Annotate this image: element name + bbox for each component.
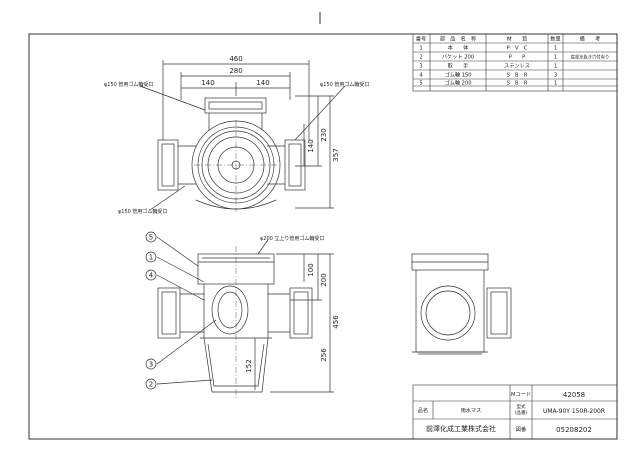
- table-row-2-remarks: 底部水抜き穴付有り: [571, 54, 610, 61]
- table-row-1-no: 1: [419, 46, 422, 52]
- table-row-3-qty: 1: [554, 64, 557, 70]
- table-row-3-name: 取 手: [448, 62, 469, 70]
- model-label-1: 型式: [517, 403, 526, 410]
- table-row-3-no: 3: [419, 64, 422, 70]
- table-row-2-name: バケット 200: [442, 54, 474, 61]
- drawing-border: [28, 33, 618, 440]
- table-row-5-material: S B R: [507, 81, 528, 87]
- code-value: 42058: [563, 391, 585, 399]
- table-row-3-material: ステンレス: [504, 63, 530, 70]
- model-value: UMA-90Y 150R-200R: [543, 408, 605, 415]
- table-header-no: 番号: [416, 36, 426, 43]
- callout-5: 5: [149, 234, 153, 242]
- table-row-2-material: P P: [509, 55, 526, 61]
- label-socket-lower-left: φ150 管用ゴム輪受口: [118, 208, 167, 215]
- table-row-2-qty: 1: [554, 55, 557, 61]
- parts-table: [412, 33, 618, 92]
- company-name: 前澤化成工業株式会社: [426, 424, 496, 433]
- callout-4: 4: [149, 272, 154, 280]
- dim-front-upper: 100: [307, 263, 315, 276]
- dim-front-upper-total: 200: [320, 273, 328, 286]
- table-row-4-no: 4: [419, 73, 423, 79]
- dim-left-half: 140: [201, 79, 214, 87]
- table-row-5-name: ゴム輪 200: [444, 79, 471, 87]
- table-header-name: 部 品 名 称: [440, 35, 476, 43]
- table-row-1-name: 本 体: [448, 44, 470, 52]
- drawing-number-label: 図番: [516, 426, 527, 433]
- top-view: [139, 60, 346, 212]
- name-label: 品名: [418, 406, 428, 414]
- dim-bucket: 152: [245, 359, 253, 372]
- callout-2: 2: [149, 381, 153, 389]
- label-socket-upper-left: φ150 管用ゴム輪受口: [104, 81, 153, 88]
- code-label: Mコード: [511, 391, 531, 398]
- dim-right-total: 357: [332, 148, 340, 161]
- table-row-4-material: S B R: [507, 73, 528, 79]
- table-row-1-qty: 1: [554, 46, 557, 52]
- table-row-4-name: ゴム輪 150: [444, 71, 471, 79]
- table-row-5-no: 5: [419, 81, 422, 87]
- table-header-material: 材 質: [507, 35, 528, 43]
- callout-3: 3: [149, 361, 153, 369]
- table-row-5-qty: 1: [554, 81, 557, 87]
- dim-overall-width: 460: [229, 55, 242, 63]
- dim-inner-width: 280: [229, 67, 242, 75]
- dim-right-half: 140: [256, 79, 269, 87]
- title-block: [412, 384, 618, 440]
- dim-front-total: 456: [332, 315, 340, 329]
- dim-right-upper: 230: [320, 128, 328, 141]
- table-row-2-no: 2: [419, 55, 422, 61]
- dim-front-lower: 256: [320, 348, 328, 362]
- dim-right-lower: 140: [307, 139, 315, 152]
- name-value: 雨水マス: [461, 406, 482, 414]
- drawing-number-value: 05208202: [556, 426, 592, 434]
- table-header-qty: 数量: [550, 35, 560, 43]
- label-top-socket: φ200 立上り管用ゴム輪受口: [260, 235, 324, 242]
- table-row-4-qty: 3: [554, 73, 557, 79]
- side-view: [411, 253, 512, 355]
- model-label-2: (品番): [515, 409, 528, 416]
- front-view: [145, 231, 334, 398]
- table-row-1-material: P V C: [507, 46, 528, 52]
- label-socket-upper-right: φ150 管用ゴム輪受口: [320, 81, 369, 88]
- callout-1: 1: [149, 254, 153, 262]
- table-header-remarks: 備 考: [580, 35, 601, 43]
